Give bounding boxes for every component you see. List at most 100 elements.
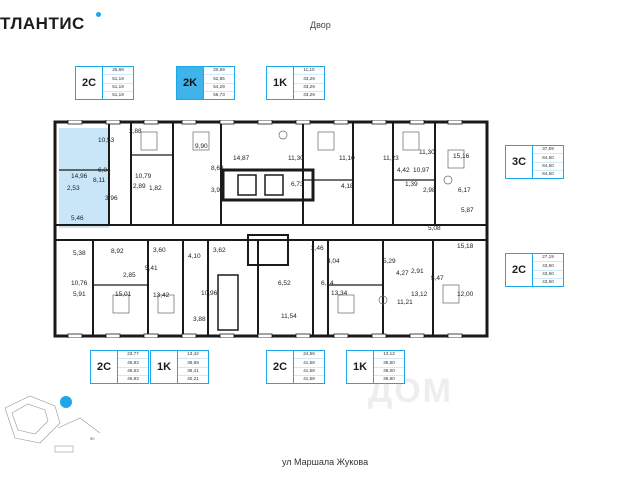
area-value: 37,69 [533, 146, 563, 155]
furniture-table-icon [378, 295, 388, 305]
room-area-label: 3,60 [153, 247, 166, 254]
area-value: 46,63 [118, 368, 148, 376]
room-area-label: 8,92 [111, 248, 124, 255]
room-area-label: 11,30 [419, 149, 435, 156]
site-minimap: 90 [4, 395, 101, 453]
area-value: 52,85 [204, 75, 234, 84]
room-area-label: 11,54 [281, 313, 297, 320]
area-value: 43,60 [533, 262, 563, 271]
highlighted-apartment [59, 128, 109, 228]
area-value: 64,60 [533, 163, 563, 171]
window [143, 333, 159, 338]
area-value: 33,29 [294, 84, 324, 92]
furniture-bed-icon [317, 131, 335, 151]
furniture-table-icon [443, 175, 453, 185]
area-value: 51,19 [103, 75, 133, 84]
window [409, 120, 425, 125]
furniture-bed-icon [337, 294, 355, 314]
area-value: 13,12 [374, 351, 404, 360]
room-area-label: 10,97 [413, 167, 430, 174]
area-value: 36,69 [178, 359, 208, 368]
room-area-label: 13,12 [411, 291, 428, 298]
room-area-label: 4,42 [397, 167, 410, 174]
room-area-label: 15,16 [453, 153, 470, 160]
apartment-type: 2C [272, 361, 288, 373]
area-value: 11,10 [294, 67, 324, 76]
room-area-label: 5,29 [383, 258, 396, 265]
room-area-label: 1,39 [405, 181, 418, 188]
room-area-label: 2,53 [67, 185, 80, 192]
area-value: 56,73 [213, 92, 225, 98]
room-area-label: 3,93 [211, 187, 224, 194]
room-area-label: 2,98 [423, 187, 436, 194]
window [105, 333, 121, 338]
window [371, 333, 387, 338]
room-area-label: 6,73 [291, 181, 304, 188]
window [371, 120, 387, 125]
area-value: 41,58 [294, 368, 324, 376]
furniture-bed-icon [157, 294, 175, 314]
room-area-label: 8,68 [211, 165, 224, 172]
window [219, 333, 235, 338]
furniture-bed-icon [402, 131, 420, 151]
apartment-type: 1K [156, 361, 172, 373]
window [447, 333, 463, 338]
room-area-label: 6,52 [278, 280, 291, 287]
area-value: 23,77 [118, 351, 148, 360]
room-area-label: 3,96 [105, 195, 118, 202]
window [105, 120, 121, 125]
room-area-label: 14,87 [233, 155, 250, 162]
area-value: 54,29 [204, 84, 234, 92]
area-value: 41,58 [294, 359, 324, 368]
window [257, 120, 273, 125]
room-area-label: 10,76 [71, 280, 88, 287]
elevator-shaft [264, 174, 284, 196]
room-labels: 10,536,0414,962,538,113,965,462,8810,792… [67, 128, 474, 323]
area-value: 43,60 [542, 279, 554, 285]
room-area-label: 10,53 [98, 137, 115, 144]
furniture-bed-icon [112, 294, 130, 314]
room-area-label: 2,85 [123, 272, 136, 279]
room-area-label: 14,96 [71, 173, 88, 180]
window [333, 333, 349, 338]
area-value: 36,80 [383, 376, 395, 382]
area-value: 33,29 [294, 75, 324, 84]
area-value: 46,83 [118, 359, 148, 368]
room-area-label: 2,91 [411, 268, 424, 275]
room-area-label: 2,46 [311, 245, 324, 252]
area-value: 20,69 [204, 67, 234, 76]
area-value: 13,42 [178, 351, 208, 360]
area-value: 25,69 [103, 67, 133, 76]
room-area-label: 5,41 [145, 265, 158, 272]
furniture-table-icon [278, 130, 288, 140]
logo-text: ТЛАНТИС [0, 14, 85, 33]
room-area-label: 5,47 [431, 275, 444, 282]
stairwell [217, 274, 239, 331]
room-area-label: 8,11 [93, 177, 106, 184]
area-value: 51,19 [112, 92, 124, 98]
room-area-label: 12,00 [457, 291, 474, 298]
apartment-type: 2K [177, 67, 203, 99]
room-area-label: 11,21 [397, 299, 413, 306]
window [447, 120, 463, 125]
apartment-type: 2C [81, 77, 97, 89]
room-area-label: 10,79 [135, 173, 152, 180]
furniture-bed-icon [442, 284, 460, 304]
window [295, 333, 311, 338]
room-area-label: 3,88 [193, 316, 206, 323]
room-area-label: 13,34 [331, 290, 348, 297]
